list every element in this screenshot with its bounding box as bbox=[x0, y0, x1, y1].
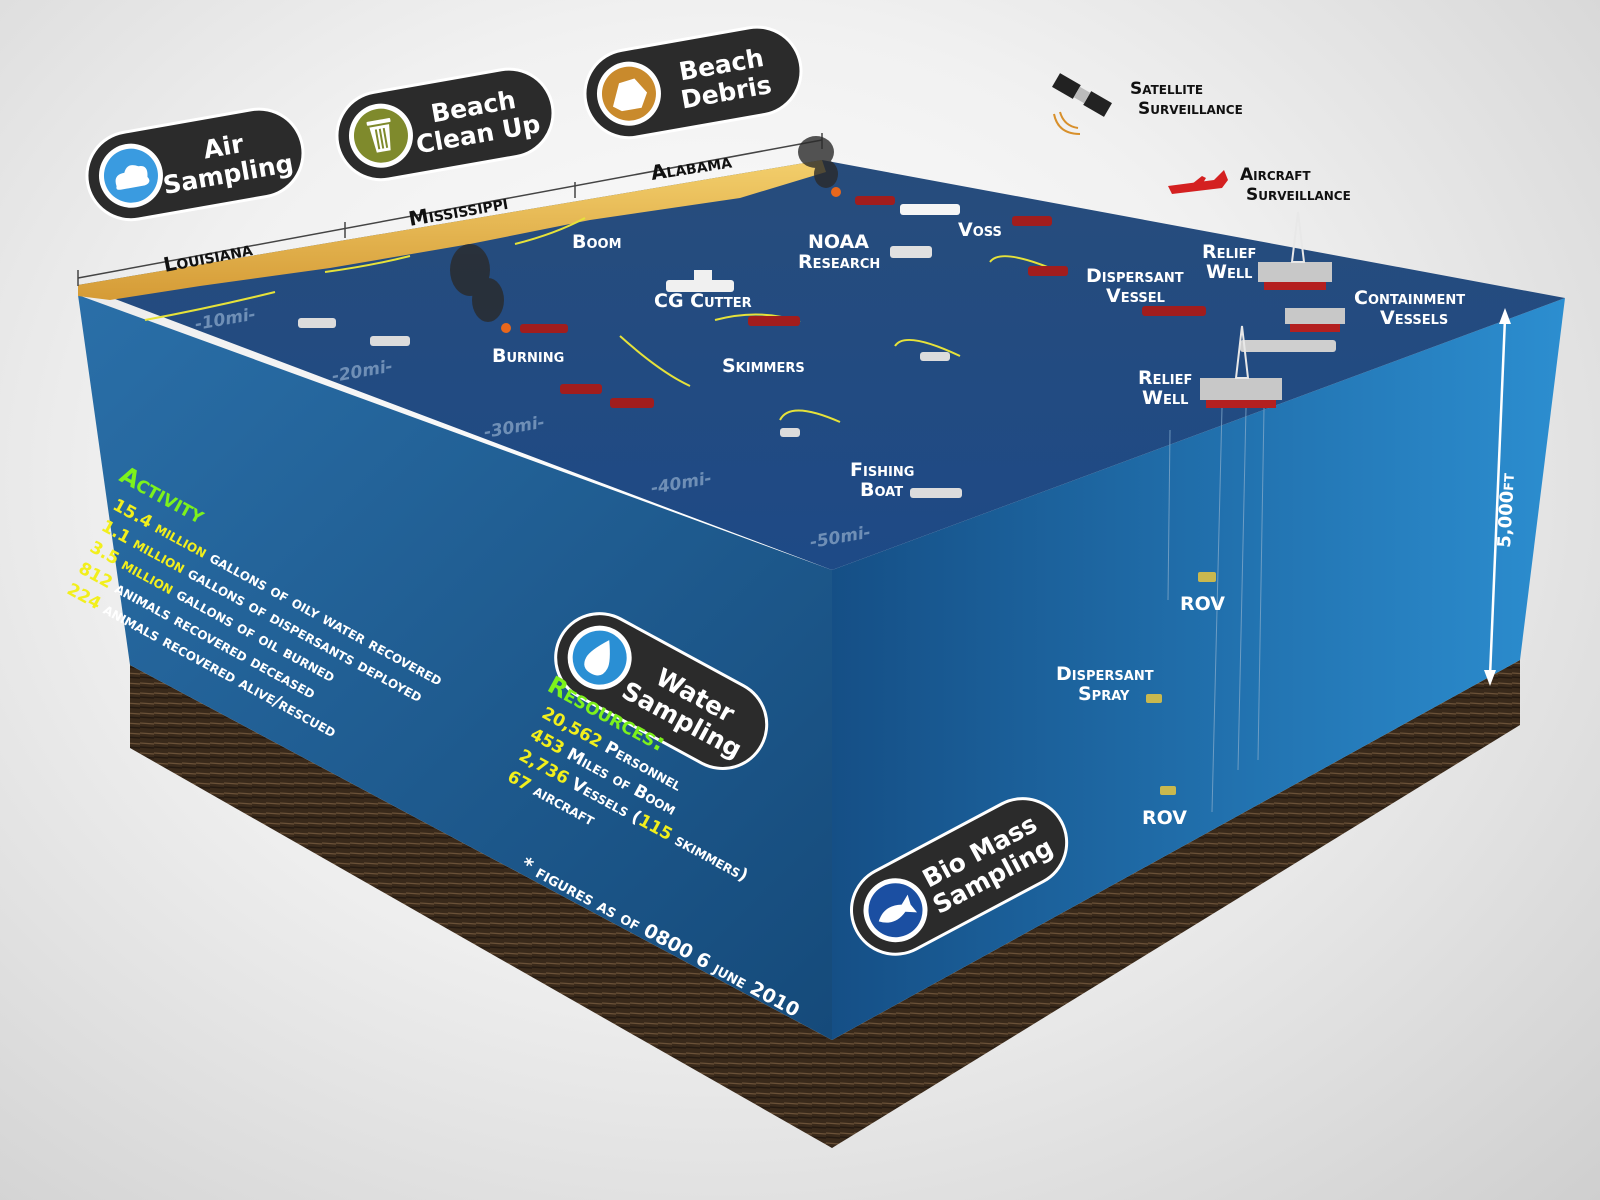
cg-cutter-label: CG Cutter bbox=[654, 290, 752, 312]
rov-label-2: ROV bbox=[1142, 807, 1187, 829]
cloud-icon bbox=[115, 165, 150, 190]
risers bbox=[1167, 407, 1265, 813]
satellite-icon bbox=[1052, 73, 1112, 117]
beach-strip bbox=[78, 160, 826, 300]
water-drop-icon bbox=[584, 640, 610, 676]
air-sampling-pill: Air Sampling bbox=[85, 107, 305, 222]
containment-vessels-line1: Containment bbox=[1354, 287, 1465, 309]
burning-label: Burning bbox=[492, 345, 564, 367]
depth-arrow bbox=[1484, 308, 1511, 686]
seabed-right-face bbox=[832, 660, 1520, 1148]
dispersant-spray-line1: Dispersant bbox=[1056, 663, 1154, 685]
seabed-left-face bbox=[130, 665, 832, 1148]
relief-well-1-line1: Relief bbox=[1202, 241, 1256, 263]
containment-vessels-line2: Vessels bbox=[1380, 307, 1448, 329]
noaa-label-line2: Research bbox=[798, 251, 880, 273]
boom-lines bbox=[144, 217, 1051, 423]
debris-icon bbox=[612, 78, 648, 112]
signal-waves-icon bbox=[1053, 111, 1081, 135]
aircraft-icon bbox=[1168, 170, 1228, 194]
rov-vehicles bbox=[1146, 572, 1216, 795]
voss-label: Voss bbox=[958, 219, 1002, 241]
beach-debris-pill: Beach Debris bbox=[583, 25, 803, 140]
fish-icon bbox=[878, 894, 918, 923]
beach-clean-up-pill: Beach Clean Up bbox=[335, 67, 555, 182]
aircraft-surveillance-line2: Surveillance bbox=[1246, 185, 1351, 205]
vessels bbox=[298, 196, 1336, 498]
smoke-plumes bbox=[450, 136, 838, 322]
bio-mass-sampling-pill: Bio Mass Sampling bbox=[850, 797, 1069, 956]
satellite-surveillance-line2: Surveillance bbox=[1138, 99, 1243, 119]
satellite-surveillance-line1: Satellite bbox=[1130, 79, 1203, 99]
dispersant-vessel-line1: Dispersant bbox=[1086, 265, 1184, 287]
fishing-boat-line2: Boat bbox=[860, 479, 903, 501]
water-left-face bbox=[78, 295, 832, 1040]
relief-well-2-line1: Relief bbox=[1138, 367, 1192, 389]
dispersant-vessel-line2: Vessel bbox=[1106, 285, 1165, 307]
dispersant-spray-line2: Spray bbox=[1078, 683, 1130, 705]
rov-label-1: ROV bbox=[1180, 593, 1225, 615]
relief-well-2-line2: Well bbox=[1142, 387, 1188, 409]
trash-can-icon bbox=[366, 118, 391, 153]
depth-label: 5,000ft bbox=[1494, 472, 1519, 548]
air-sampling-line1: Air bbox=[201, 129, 246, 165]
boom-label: Boom bbox=[572, 231, 622, 253]
aircraft-surveillance-line1: Aircraft bbox=[1240, 165, 1311, 185]
relief-well-1-line2: Well bbox=[1206, 261, 1252, 283]
fire-icons bbox=[501, 187, 841, 333]
noaa-label-line1: NOAA bbox=[808, 231, 869, 253]
water-sampling-pill: Water Sampling bbox=[554, 612, 769, 770]
skimmers-label: Skimmers bbox=[722, 355, 805, 377]
ocean-surface bbox=[78, 160, 1565, 570]
fishing-boat-line1: Fishing bbox=[850, 459, 914, 481]
drilling-rigs bbox=[1200, 211, 1345, 408]
